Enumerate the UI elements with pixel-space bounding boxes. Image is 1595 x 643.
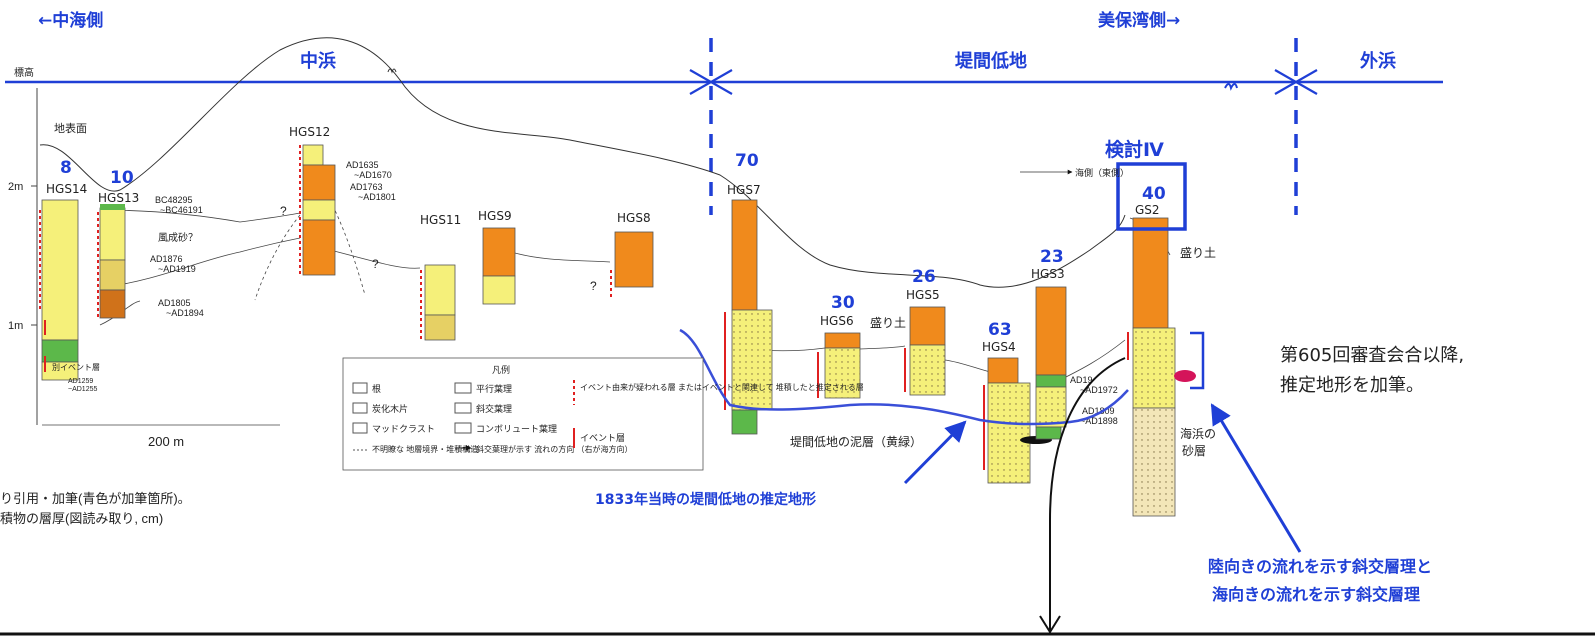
column-hgs9: [482, 227, 516, 305]
arrow-cross-bedding: [1210, 403, 1302, 553]
ground-surface-label: 地表面: [54, 121, 87, 135]
date-hgs14-a: AD1259: [68, 378, 93, 385]
label-betsu-event: 別イベント層: [52, 363, 100, 372]
question-mark-2: ?: [372, 257, 379, 271]
thickness-hgs4: 63: [988, 320, 1012, 340]
thickness-hgs6: 30: [831, 293, 855, 313]
column-label-hgs4: HGS4: [982, 340, 1016, 354]
date-hgs4-b: ~AD1972: [1080, 385, 1118, 395]
legend-item-convolute: コンボリュート葉理: [476, 423, 557, 434]
column-label-gs2: GS2: [1135, 203, 1160, 217]
legend-item-event: イベント層: [580, 433, 625, 443]
label-nakaumi-side: ←中海側: [38, 10, 103, 31]
boundary-arrows-1: [689, 69, 733, 95]
label-morido-gs2: 盛り土: [1180, 245, 1216, 260]
column-label-hgs5: HGS5: [906, 288, 940, 302]
column-hgs7: [724, 199, 773, 435]
label-mihowan-side: 美保湾側→: [1098, 10, 1180, 31]
date-hgs13-b: ~BC46191: [160, 205, 203, 215]
bracket-cross-bedding: [1190, 331, 1205, 390]
zone-label-sotohama: 外浜: [1360, 50, 1396, 72]
column-gs2: [1127, 217, 1196, 517]
kento-highlight-box: [1116, 162, 1187, 231]
legend-title: 凡例: [492, 364, 510, 375]
date-hgs12-d: ~AD1801: [358, 192, 396, 202]
column-hgs11: [420, 264, 456, 341]
boundary-arrows-2: [1274, 69, 1318, 95]
question-mark-3: ?: [590, 279, 597, 293]
legend-item-parallel: 平行葉理: [476, 383, 512, 394]
label-fusa: 風成砂？: [158, 231, 198, 244]
label-kento: 検討Ⅳ: [1105, 138, 1164, 161]
column-label-hgs9: HGS9: [478, 209, 512, 223]
date-hgs4-c: AD1809: [1082, 406, 1115, 416]
date-hgs12-c: AD1763: [350, 182, 383, 192]
column-label-hgs3: HGS3: [1031, 267, 1065, 281]
column-hgs5: [904, 306, 946, 396]
axis-tick-2m: 2m: [8, 181, 23, 193]
label-morido-a: 盛り土: [870, 315, 906, 330]
thickness-hgs7: 70: [735, 151, 759, 171]
date-hgs4-a: AD19: [1070, 375, 1093, 385]
legend-item-suspected: イベント由来が疑われる層 またはイベントと関連して 堆積したと推定される層: [580, 382, 864, 392]
label-deicho: 堤間低地の泥層（黄緑）: [790, 434, 922, 449]
column-hgs3: [1035, 286, 1067, 440]
date-hgs13-e: AD1805: [158, 298, 191, 308]
column-hgs12: [299, 144, 336, 276]
column-hgs14: [39, 199, 79, 381]
date-hgs12-b: ~AD1670: [354, 170, 392, 180]
column-label-hgs14: HGS14: [46, 182, 87, 196]
question-mark-1: ?: [280, 204, 287, 218]
column-hgs13: [97, 204, 126, 319]
arrow-estimated-terrain: [903, 420, 967, 485]
date-hgs14-b: ~AD1255: [68, 386, 97, 393]
legend-item-flow: 斜交葉理が示す 流れの方向 （右が海方向）: [476, 444, 632, 454]
column-label-hgs6: HGS6: [820, 314, 854, 328]
axis-tick-1m: 1m: [8, 320, 23, 332]
date-hgs13-c: AD1876: [150, 254, 183, 264]
label-kaigan-1: 海浜の: [1180, 426, 1216, 441]
column-hgs6: [817, 332, 861, 399]
annotation-cross-bedding-1: 陸向きの流れを示す斜交層理と: [1208, 557, 1432, 576]
estimated-terrain-1833: [679, 328, 1129, 426]
column-label-hgs7: HGS7: [727, 183, 761, 197]
scale-bar-label: 200 m: [148, 434, 184, 449]
column-label-hgs8: HGS8: [617, 211, 651, 225]
date-hgs13-f: ~AD1894: [166, 308, 204, 318]
arrow-down-to-next: [1049, 357, 1126, 630]
column-label-hgs12: HGS12: [289, 125, 330, 139]
zone-label-teikan: 堤間低地: [955, 50, 1027, 72]
legend-item-charcoal: 炭化木片: [372, 403, 408, 414]
source-note-1: り引用・加筆(青色が加筆箇所)。: [0, 491, 191, 506]
source-note-2: 積物の層厚(図読み取り, cm): [0, 511, 163, 526]
date-hgs12-a: AD1635: [346, 160, 379, 170]
legend-box: 凡例 根 炭化木片 マッドクラスト 不明瞭な 地層境界・堆積構造 平行葉理 斜交…: [342, 357, 864, 471]
axis-elevation-label: 標高: [14, 66, 34, 79]
review-note-1: 第605回審査会合以降,: [1280, 345, 1464, 366]
label-kaigan-2: 砂層: [1182, 444, 1206, 458]
date-hgs13-a: BC48295: [155, 195, 193, 205]
date-hgs4-d: ~AD1898: [1080, 416, 1118, 426]
thickness-hgs13: 10: [110, 168, 134, 188]
legend-item-mudclast: マッドクラスト: [372, 424, 435, 434]
zone-label-nakahama: 中浜: [300, 50, 336, 72]
legend-item-roots: 根: [372, 383, 381, 394]
thickness-hgs3: 23: [1040, 247, 1064, 267]
column-label-hgs13: HGS13: [98, 191, 139, 205]
thickness-gs2: 40: [1142, 184, 1166, 204]
label-kaigawa: 海側（東側）: [1075, 167, 1129, 178]
annotation-estimated-terrain: 1833年当時の堤間低地の推定地形: [595, 491, 816, 508]
column-hgs8: [610, 231, 654, 298]
date-hgs13-d: ~AD1919: [158, 264, 196, 274]
legend-item-cross: 斜交葉理: [476, 403, 512, 414]
annotation-cross-bedding-2: 海向きの流れを示す斜交層理: [1212, 585, 1420, 604]
thickness-hgs14: 8: [60, 158, 72, 178]
break-mark-blue: [1224, 83, 1238, 91]
review-note-2: 推定地形を加筆。: [1280, 375, 1424, 396]
ground-surface-line: [39, 37, 1126, 288]
column-label-hgs11: HGS11: [420, 213, 461, 227]
legend-item-unclear: 不明瞭な 地層境界・堆積構造: [372, 444, 478, 454]
thickness-hgs5: 26: [912, 267, 936, 287]
